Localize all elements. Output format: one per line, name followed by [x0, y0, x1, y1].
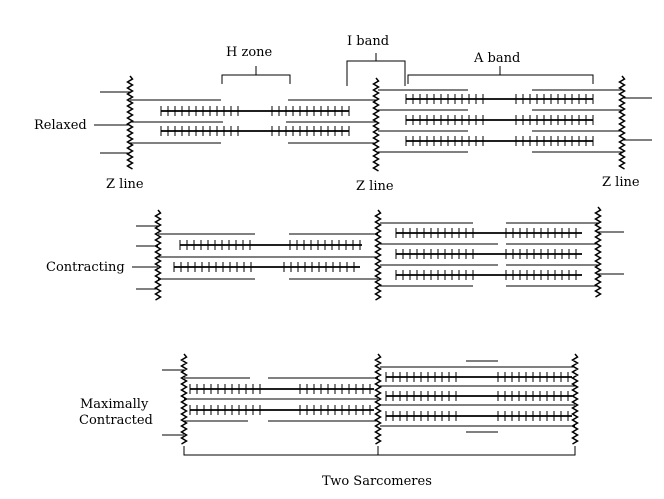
myosin-heads	[271, 126, 350, 136]
z-line	[374, 209, 382, 301]
myosin-heads	[189, 405, 261, 415]
actin-filaments-right	[380, 360, 575, 433]
i-band-bracket	[346, 53, 406, 86]
maximally-contracted-state: Maximally Contracted	[79, 353, 579, 489]
z-line	[372, 77, 380, 172]
myosin-heads	[497, 411, 569, 421]
myosin-filaments-left	[189, 384, 374, 415]
actin-filaments-left	[100, 91, 376, 154]
myosin-heads	[385, 372, 457, 382]
myosin-heads	[515, 115, 594, 125]
myosin-heads	[299, 384, 371, 394]
two-sarcomeres-caption: Two Sarcomeres	[322, 474, 432, 489]
myosin-heads	[160, 106, 239, 116]
z-line-label-right: Z line	[602, 175, 640, 190]
actin-filaments-right	[378, 89, 652, 153]
z-line	[154, 209, 162, 301]
myosin-heads	[289, 240, 361, 250]
a-band-bracket	[407, 66, 594, 84]
myosin-heads	[385, 391, 457, 401]
relaxed-label: Relaxed	[34, 118, 87, 133]
myosin-heads	[173, 262, 252, 272]
actin-filaments-left	[162, 369, 378, 436]
myosin-heads	[160, 126, 239, 136]
myosin-heads	[505, 270, 577, 280]
myosin-heads	[395, 249, 474, 259]
myosin-heads	[497, 372, 569, 382]
z-line	[180, 353, 188, 445]
z-line	[126, 75, 134, 170]
myosin-heads	[385, 411, 457, 421]
myosin-filaments-left	[173, 240, 362, 272]
myosin-heads	[179, 240, 251, 250]
myosin-heads	[299, 405, 371, 415]
contracting-label: Contracting	[46, 260, 125, 275]
myosin-heads	[505, 249, 577, 259]
a-band-label: A band	[473, 51, 520, 66]
actin-filaments-left	[136, 225, 378, 290]
myosin-filaments-right	[395, 228, 582, 280]
myosin-heads	[283, 262, 355, 272]
z-line-label-mid: Z line	[356, 179, 394, 194]
myosin-heads	[497, 391, 569, 401]
myosin-heads	[505, 228, 577, 238]
contracted-label: Contracted	[79, 413, 153, 428]
myosin-filaments-left	[160, 106, 350, 136]
two-sarcomeres-bracket	[183, 446, 576, 456]
myosin-heads	[395, 228, 474, 238]
maximally-label: Maximally	[80, 397, 149, 412]
myosin-heads	[405, 115, 484, 125]
h-zone-bracket	[221, 66, 291, 84]
myosin-heads	[395, 270, 474, 280]
z-line	[374, 353, 382, 445]
i-band-label: I band	[347, 34, 389, 49]
myosin-filaments-right	[405, 94, 594, 146]
z-line	[594, 206, 602, 298]
myosin-heads	[515, 94, 594, 104]
myosin-heads	[271, 106, 350, 116]
myosin-heads	[405, 136, 484, 146]
z-line-label-left: Z line	[106, 177, 144, 192]
z-line	[618, 75, 626, 170]
actin-filaments-right	[380, 222, 624, 287]
contracting-state: Contracting	[46, 206, 624, 301]
z-line	[571, 353, 579, 445]
relaxed-state: H zone I band A band Relaxed	[34, 34, 652, 194]
myosin-filaments-right	[385, 372, 572, 421]
myosin-heads	[189, 384, 261, 394]
myosin-heads	[405, 94, 484, 104]
h-zone-label: H zone	[226, 45, 273, 60]
myosin-heads	[515, 136, 594, 146]
